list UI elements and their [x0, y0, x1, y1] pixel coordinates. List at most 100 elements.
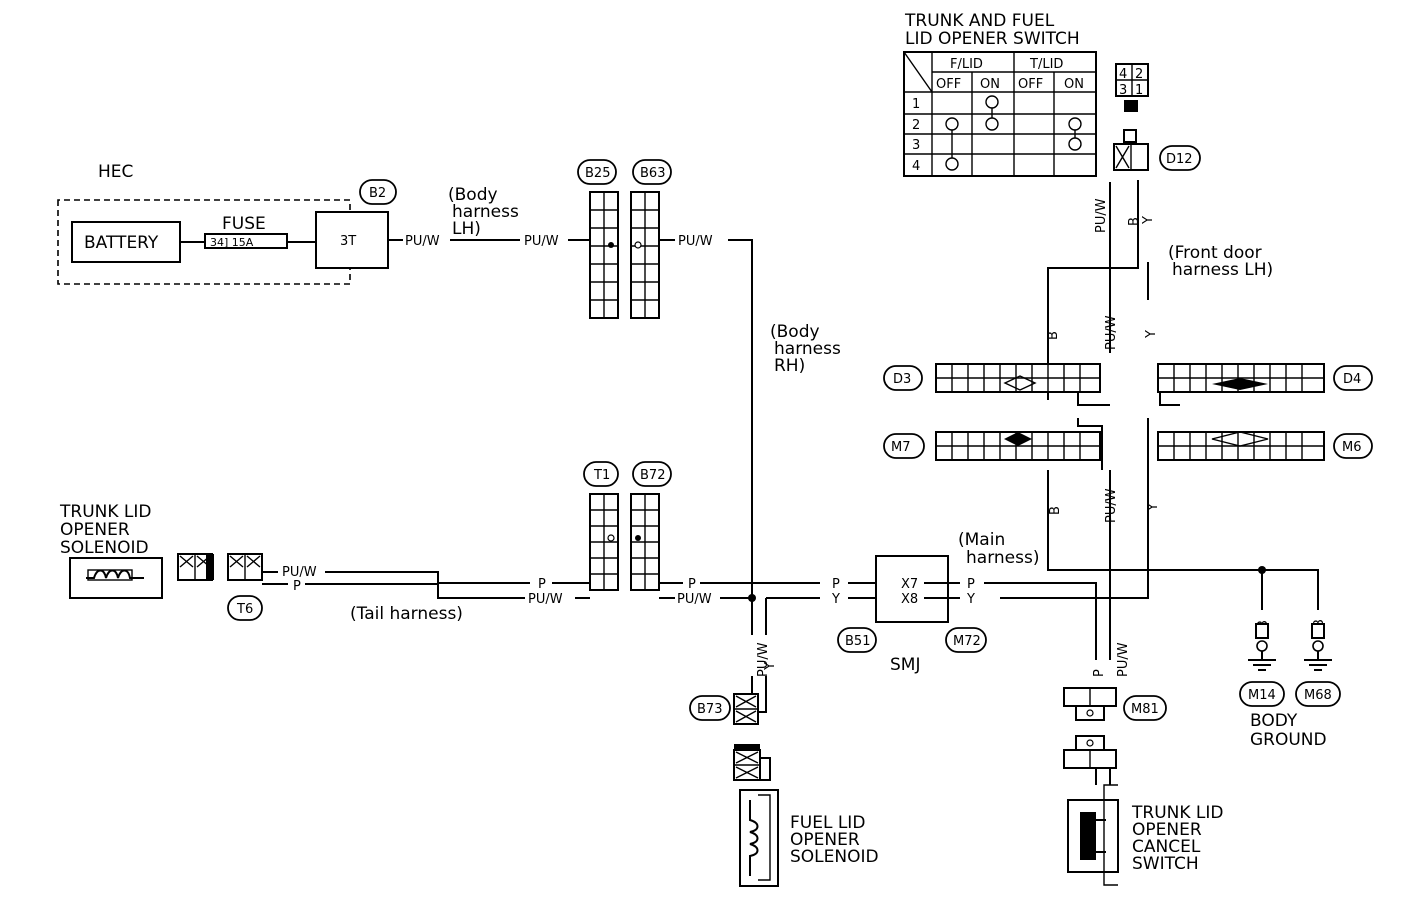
connector-t6-body [227, 553, 263, 581]
table-col-1: OFF [936, 77, 961, 92]
main-harness-line2: harness) [966, 548, 1039, 568]
wire-color-b25-in: PU/W [524, 234, 559, 249]
connector-b73-tag [689, 695, 731, 721]
fuel-solenoid-connector [733, 744, 761, 781]
fuel-solenoid-line2: OPENER [790, 830, 860, 850]
connector-d4-tag [1333, 365, 1373, 391]
connector-t1-label: T1 [593, 468, 610, 483]
connector-b73-body [733, 693, 759, 725]
connector-m68-tag [1295, 681, 1341, 707]
trunk-solenoid-connector [177, 553, 214, 581]
table-col-2: ON [980, 77, 1000, 92]
connector-d4-label: D4 [1343, 372, 1361, 387]
table-group-flid: F/LID [950, 57, 983, 72]
wire-m7-in [1077, 418, 1103, 470]
body-rh-line2: harness [774, 339, 841, 359]
fuel-lid-solenoid [739, 789, 779, 887]
smj-box [875, 555, 949, 623]
connector-t6-label: T6 [236, 602, 253, 617]
d12-pinout [1115, 63, 1149, 112]
body-ground-line2: GROUND [1250, 730, 1327, 750]
wire-b73-y-lower [758, 676, 767, 713]
connector-b51-tag [837, 627, 877, 653]
wire-color-m81-puw: PU/W [1116, 642, 1131, 677]
wire-color-t1-p: P [538, 577, 546, 592]
trunk-lid-cancel-switch [1067, 768, 1119, 886]
connector-t1-tag [583, 461, 619, 487]
table-group-tlid: T/LID [1029, 57, 1063, 72]
wire-color-3t: PU/W [405, 234, 440, 249]
body-rh-line3: RH) [774, 356, 805, 376]
body-ground-line1: BODY [1250, 711, 1298, 731]
wire-color-d12-y: Y [1141, 216, 1156, 225]
connector-m7-body [935, 431, 1101, 461]
d12-pin-2: 2 [1135, 67, 1143, 82]
wire-color-b72-puw: PU/W [677, 592, 712, 607]
connector-m81-tag [1123, 695, 1167, 721]
d12-pin-3: 3 [1119, 83, 1127, 98]
connector-m72-label: M72 [953, 634, 981, 649]
connector-b63-label: B63 [640, 166, 665, 181]
connector-b72-body [630, 493, 660, 591]
wire-color-t6-p: P [293, 579, 301, 594]
wire-tail-puw [262, 571, 530, 584]
wire-main-b [1047, 470, 1262, 571]
table-col-3: OFF [1018, 77, 1043, 92]
switch-truth-table [903, 51, 1097, 177]
wire-tail-p [262, 583, 525, 599]
d12-pin-4: 4 [1119, 67, 1127, 82]
connector-b63-tag [632, 159, 672, 185]
smj-x8: X8 [901, 592, 918, 607]
table-row-3: 3 [912, 138, 920, 153]
ground-symbol-m68 [1304, 623, 1332, 671]
smj-x7: X7 [901, 577, 918, 592]
hec-label: HEC [98, 162, 133, 182]
wire-color-d12-b: B [1127, 217, 1142, 226]
connector-t1-body [589, 493, 619, 591]
wire-main-y [1000, 470, 1149, 599]
front-door-line2: harness LH) [1172, 260, 1273, 280]
wire-body-rh [728, 239, 753, 600]
wire-color-door-puw: PU/W [1104, 315, 1119, 350]
d12-pin-1: 1 [1135, 83, 1143, 98]
connector-d3-tag [883, 365, 923, 391]
body-lh-line1: (Body [448, 185, 498, 205]
cancel-switch-line3: CANCEL [1132, 837, 1201, 857]
connector-d12-tag [1159, 145, 1201, 171]
wire-ground-m68 [1262, 569, 1319, 610]
hec-boundary [57, 199, 351, 285]
connector-d3-body [935, 363, 1101, 393]
connector-m14-tag [1239, 681, 1285, 707]
body-rh-line1: (Body [770, 322, 820, 342]
cancel-switch-connector [1063, 735, 1117, 769]
wire-color-b73-y: Y [763, 662, 778, 671]
table-col-4: ON [1064, 77, 1084, 92]
table-row-4: 4 [912, 159, 920, 174]
connector-m6-body [1157, 431, 1325, 461]
connector-b63-body [630, 191, 660, 319]
cancel-switch-line2: OPENER [1132, 820, 1202, 840]
connector-m6-label: M6 [1342, 440, 1362, 455]
connector-b2-label: B2 [369, 186, 386, 201]
body-lh-line3: LH) [452, 219, 481, 239]
wire-to-b73-y [765, 597, 820, 635]
wire-main-p [984, 582, 1097, 660]
connector-d4-body [1157, 363, 1325, 393]
connector-b2-tag [359, 179, 397, 205]
table-row-2: 2 [912, 118, 920, 133]
wire-color-main-b: B [1048, 506, 1063, 515]
wire-color-smj-p: P [832, 577, 840, 592]
wire-fuel-conn-loop [760, 757, 771, 781]
connector-m81-body [1063, 687, 1117, 721]
trunk-lid-solenoid [69, 557, 163, 599]
connector-b72-tag [632, 461, 672, 487]
cancel-switch-line1: TRUNK LID [1131, 803, 1223, 823]
connector-m72-tag [945, 627, 987, 653]
battery-box [71, 221, 181, 263]
connector-b51-label: B51 [845, 634, 870, 649]
trunk-solenoid-line2: OPENER [60, 520, 130, 540]
connector-m7-label: M7 [891, 440, 911, 455]
body-lh-line2: harness [452, 202, 519, 222]
connector-m6-tag [1333, 433, 1373, 459]
